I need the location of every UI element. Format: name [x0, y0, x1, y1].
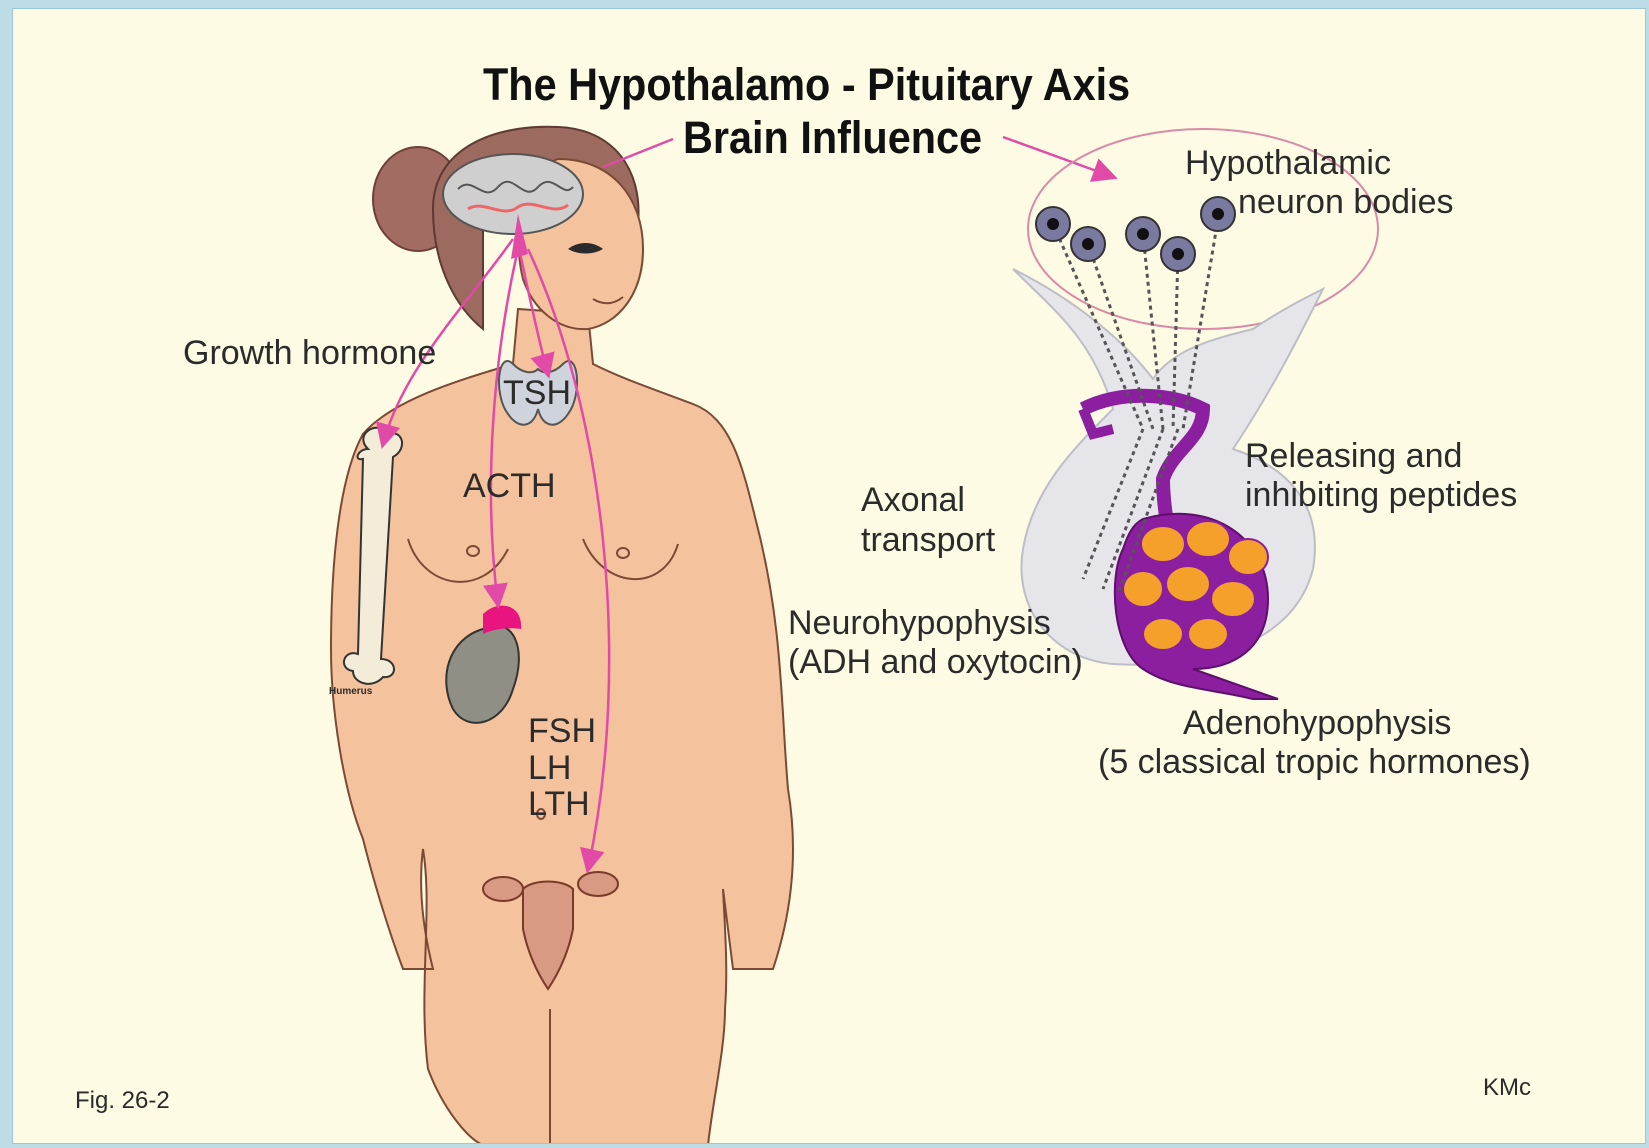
humerus-label: Humerus: [329, 686, 372, 698]
acth-label: ACTH: [463, 467, 556, 505]
body-figure: [331, 127, 793, 1144]
adenohypophysis-label-line-1: Adenohypophysis: [1183, 704, 1451, 742]
lh-label: LH: [528, 749, 571, 787]
releasing-label-line-2: inhibiting peptides: [1245, 476, 1517, 514]
adenohypophysis-label-line-2: (5 classical tropic hormones): [1098, 743, 1531, 781]
author-credit: KMc: [1483, 1069, 1531, 1107]
tsh-label: TSH: [503, 374, 571, 412]
hypothalamic-label-line-1: Hypothalamic: [1185, 144, 1391, 182]
axonal-label-line-2: transport: [861, 521, 995, 559]
fsh-label: FSH: [528, 712, 596, 750]
hypothalamic-label-line-2: neuron bodies: [1238, 183, 1454, 221]
figure-frame: The Hypothalamo - Pituitary Axis Brain I…: [12, 8, 1646, 1144]
brain: [443, 154, 583, 234]
axonal-label-line-1: Axonal: [861, 481, 965, 519]
neurohypophysis-label-line-2: (ADH and oxytocin): [788, 643, 1083, 681]
title-line-2: Brain Influence: [683, 112, 982, 164]
title-line-1: The Hypothalamo - Pituitary Axis: [483, 59, 1130, 111]
diagram-artwork: [13, 9, 1646, 1144]
growth-hormone-label: Growth hormone: [183, 334, 436, 372]
neurohypophysis-label-line-1: Neurohypophysis: [788, 604, 1051, 642]
figure-number: Fig. 26-2: [75, 1082, 170, 1120]
releasing-label-line-1: Releasing and: [1245, 437, 1462, 475]
lth-label: LTH: [528, 785, 590, 823]
